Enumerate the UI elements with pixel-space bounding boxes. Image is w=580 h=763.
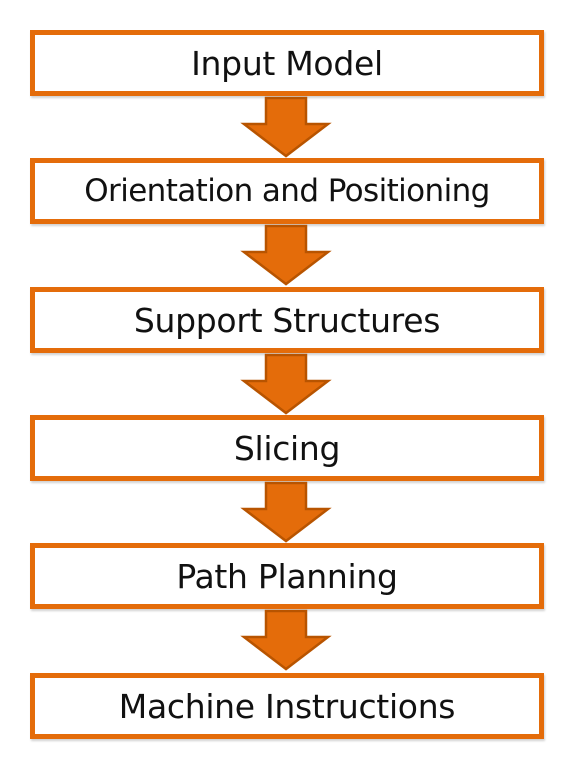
step-support-structures: Support Structures xyxy=(30,287,544,353)
step-label: Input Model xyxy=(191,43,383,83)
step-machine-instructions: Machine Instructions xyxy=(30,673,544,739)
arrow-down-icon xyxy=(240,353,332,415)
step-path-planning: Path Planning xyxy=(30,543,544,609)
arrow-down-icon xyxy=(240,481,332,543)
step-label: Path Planning xyxy=(176,556,398,596)
arrow-down-icon xyxy=(240,96,332,158)
step-label: Machine Instructions xyxy=(118,686,456,726)
arrow-down-icon xyxy=(240,224,332,286)
step-label: Orientation and Positioning xyxy=(84,173,490,209)
step-orientation-and-positioning: Orientation and Positioning xyxy=(30,158,544,224)
step-input-model: Input Model xyxy=(30,30,544,96)
step-label: Support Structures xyxy=(133,300,441,340)
step-label: Slicing xyxy=(233,428,341,468)
step-slicing: Slicing xyxy=(30,415,544,481)
arrow-down-icon xyxy=(240,609,332,671)
